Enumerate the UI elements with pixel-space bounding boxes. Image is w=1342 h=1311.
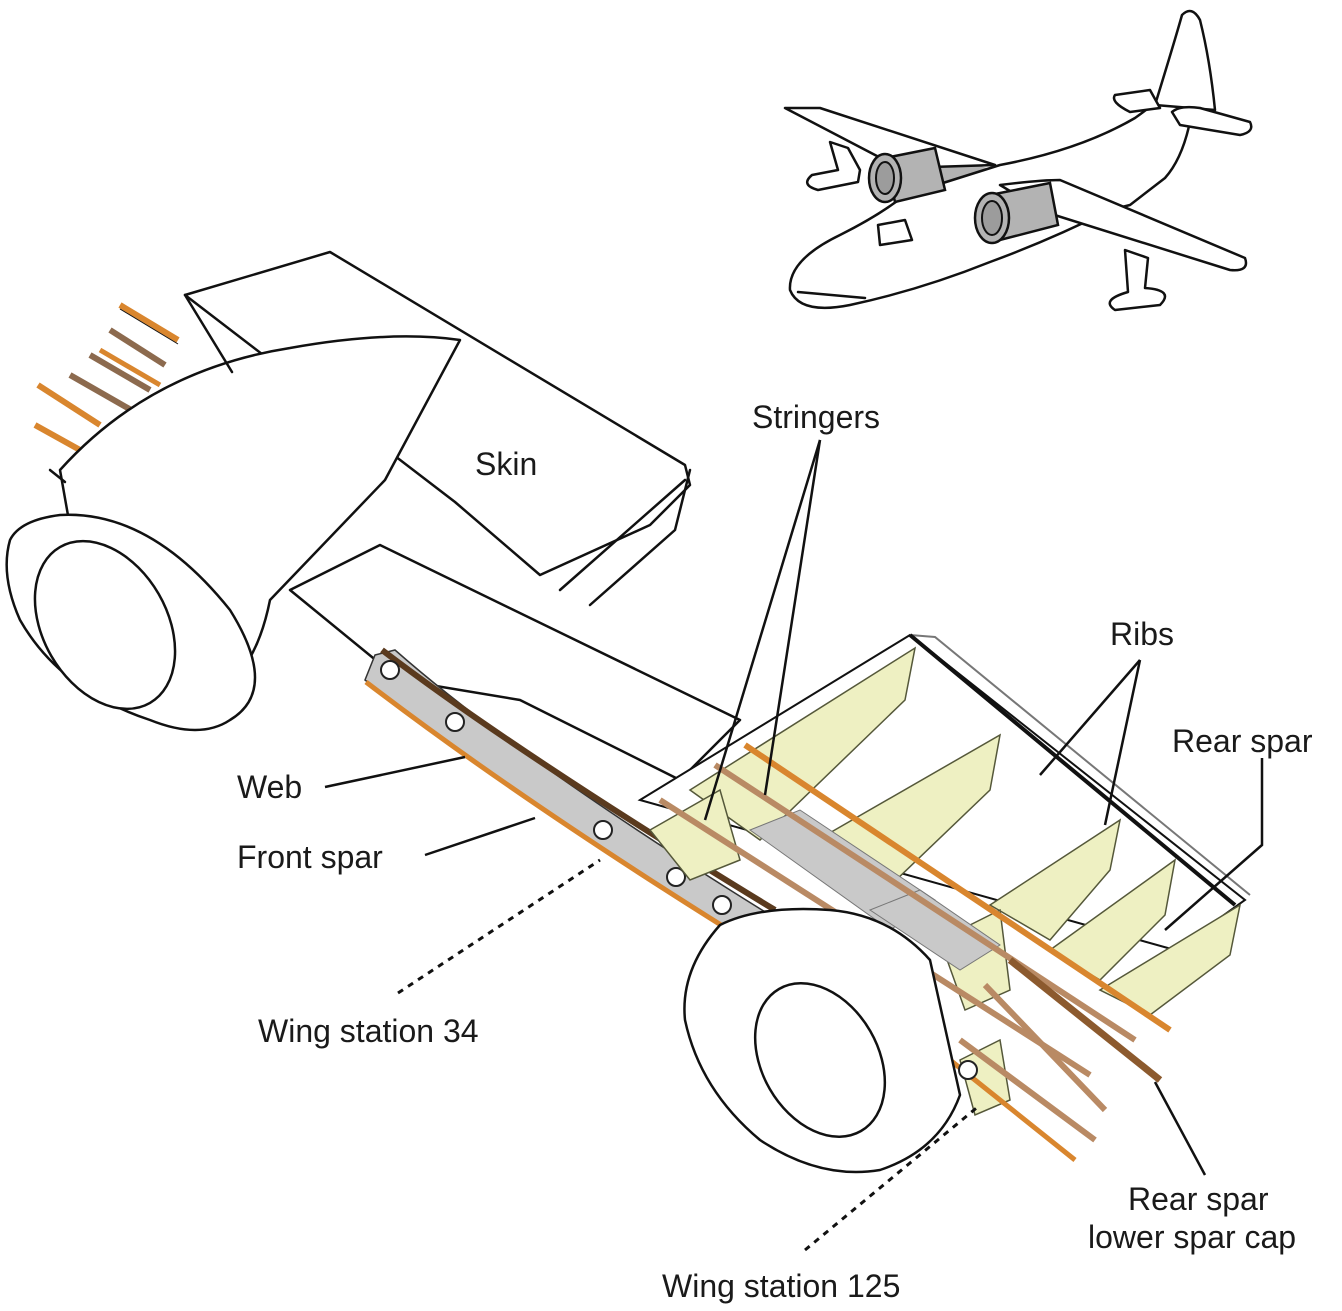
leader-lines bbox=[324, 439, 1264, 1252]
stringer bbox=[958, 1037, 1097, 1143]
rib bbox=[648, 788, 741, 881]
wing-assembly bbox=[5, 250, 1251, 1174]
stringer bbox=[713, 762, 1137, 1043]
rib bbox=[688, 646, 917, 841]
label-stringers: Stringers bbox=[752, 399, 880, 435]
stringer bbox=[743, 742, 1172, 1033]
label-skin: Skin bbox=[475, 446, 537, 482]
label-wing-station-34: Wing station 34 bbox=[258, 1013, 479, 1049]
label-rear-spar-lower-cap-line2: lower spar cap bbox=[1088, 1219, 1296, 1255]
engine-left bbox=[867, 146, 947, 204]
far-wing bbox=[783, 106, 997, 170]
rib bbox=[988, 818, 1122, 941]
outboard-stringers bbox=[33, 302, 180, 453]
engine-intake bbox=[33, 539, 177, 711]
label-wing-station-125: Wing station 125 bbox=[662, 1268, 900, 1304]
label-rear-spar-lower-cap-line1: Rear spar bbox=[1128, 1181, 1269, 1217]
airplane-icon bbox=[783, 9, 1253, 312]
wing-skin bbox=[183, 250, 692, 577]
inboard-engine-nacelle bbox=[683, 907, 978, 1174]
label-web: Web bbox=[237, 769, 302, 805]
near-wing bbox=[998, 178, 1248, 272]
stringer bbox=[1007, 957, 1163, 1083]
outboard-engine-nacelle bbox=[5, 293, 462, 732]
engine-right bbox=[973, 181, 1060, 245]
label-rear-spar: Rear spar bbox=[1172, 723, 1313, 759]
stringers bbox=[658, 742, 1172, 1162]
label-ribs: Ribs bbox=[1110, 616, 1174, 652]
engine-intake bbox=[753, 982, 887, 1138]
tail-fin bbox=[1153, 9, 1217, 112]
wing-box bbox=[637, 633, 1251, 1162]
stringer bbox=[982, 982, 1108, 1113]
label-front-spar: Front spar bbox=[237, 839, 383, 875]
